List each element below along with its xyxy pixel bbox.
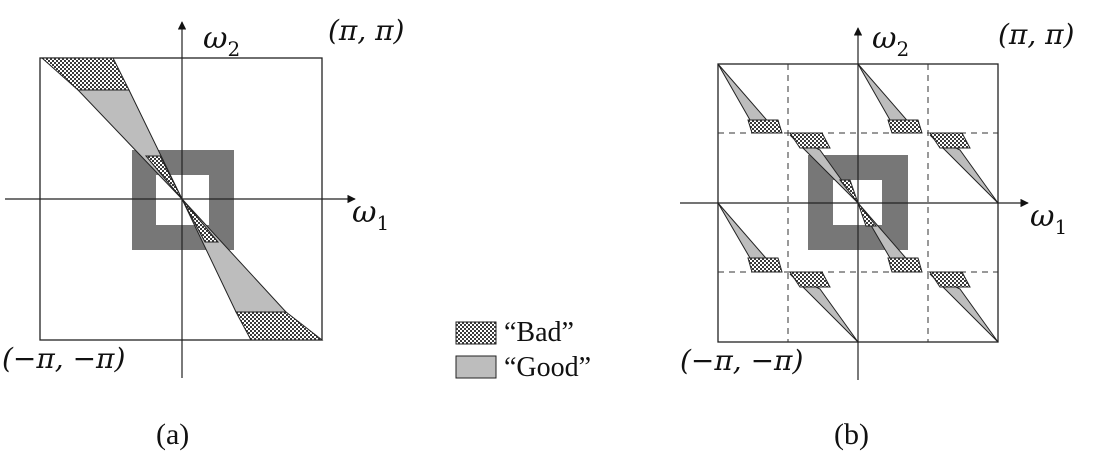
panel-b-omega2-label: ω2 <box>872 21 909 61</box>
panel-b-corner-top-right: (π, π) <box>998 18 1074 51</box>
panel-a-bad-region-top <box>40 57 130 91</box>
panel-b-omega1-label: ω1 <box>1030 199 1067 239</box>
legend-good-label: “Good” <box>504 352 591 383</box>
panel-b-passband-ring <box>808 155 908 250</box>
panel-b: ω2 ω1 (π, π) (−π, −π) (b) <box>680 18 1074 451</box>
panel-b-bad-regions <box>747 119 971 288</box>
panel-a-omega2-label: ω2 <box>203 21 240 61</box>
panel-a-bad-region-center-upper <box>144 155 183 200</box>
panel-b-good-regions <box>717 63 999 343</box>
legend-bad-label: “Bad” <box>504 317 574 348</box>
panel-a-corner-top-right: (π, π) <box>328 14 404 47</box>
panel-b-caption: (b) <box>834 418 869 451</box>
legend-bad-swatch <box>455 321 497 345</box>
panel-a: ω2 ω1 (π, π) (−π, −π) (a) <box>2 14 404 451</box>
panel-a-good-region-upper <box>76 89 183 200</box>
panel-a-bad-region-center-lower <box>181 198 220 243</box>
panel-a-corner-bottom-left: (−π, −π) <box>2 342 125 375</box>
panel-a-bad-region-bottom <box>235 311 324 341</box>
panel-a-passband-ring <box>132 150 234 250</box>
panel-a-caption: (a) <box>156 418 189 451</box>
legend-good-swatch <box>455 355 497 379</box>
legend: “Bad” “Good” <box>455 317 591 383</box>
panel-a-omega1-label: ω1 <box>352 195 389 235</box>
panel-b-corner-bottom-left: (−π, −π) <box>680 344 803 377</box>
